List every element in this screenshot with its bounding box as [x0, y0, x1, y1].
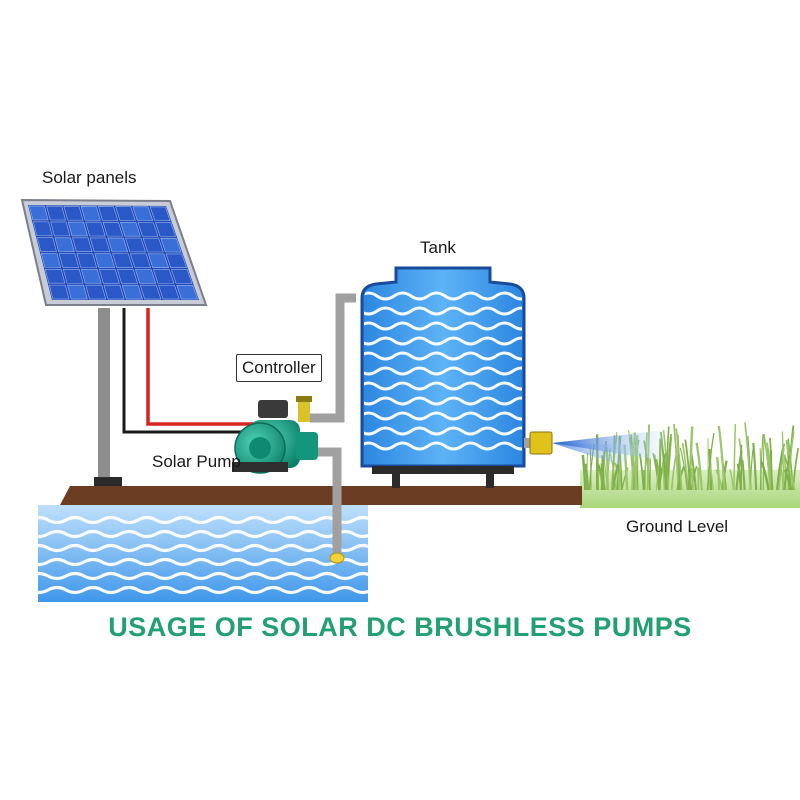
- water-tank: [356, 262, 665, 488]
- red-wire: [146, 308, 262, 426]
- pool-waves: [38, 515, 368, 595]
- grass-area: [580, 422, 800, 508]
- tank-label: Tank: [420, 238, 456, 257]
- solar-panel: [20, 198, 208, 306]
- outlet-valve: [298, 400, 310, 422]
- panel-cells: [28, 205, 198, 300]
- controller-box: [258, 400, 288, 418]
- black-wire: [122, 308, 252, 434]
- solar-pump-icon: [232, 396, 318, 474]
- panel-pole: [98, 308, 110, 480]
- suction-pipe: [318, 447, 342, 555]
- ground-level-label: Ground Level: [626, 517, 729, 536]
- controller-label: Controller: [236, 354, 322, 382]
- ground-level-line: [60, 486, 582, 505]
- water-source: [38, 505, 368, 602]
- grass-blades: [581, 422, 800, 491]
- tank-valve: [529, 431, 553, 455]
- solar-panels-label: Solar panels: [42, 168, 137, 187]
- foot-valve: [329, 552, 345, 564]
- pole-base: [94, 477, 122, 486]
- tank-waves: [364, 291, 522, 451]
- solar-pump-label: Solar Pump: [152, 452, 241, 471]
- diagram-title: USAGE OF SOLAR DC BRUSHLESS PUMPS: [108, 612, 692, 642]
